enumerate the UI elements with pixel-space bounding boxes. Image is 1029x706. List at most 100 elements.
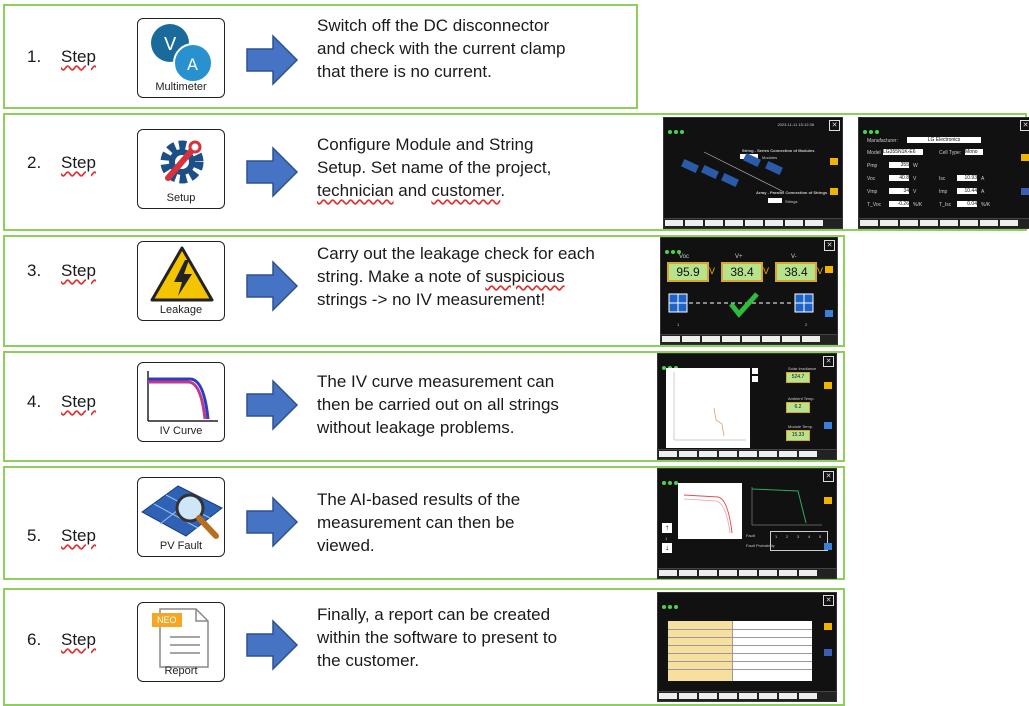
report-document-icon [152,608,209,668]
folder-icon[interactable] [1021,154,1029,161]
bottom-nav-bar [661,334,837,344]
string-check-diagram [668,292,814,318]
right-arrow-icon [246,496,299,548]
close-icon[interactable]: ✕ [823,356,834,367]
step-label: Step [61,630,96,649]
pv-fault-icon-tile: PV Fault [137,477,225,557]
checkbox[interactable] [752,376,758,382]
multimeter-icon: V A [151,24,213,83]
vminus-value: 38.4 [775,262,817,282]
report-table [668,621,812,681]
ambient-temp-value: 6.2 [786,402,810,413]
bottom-nav-bar [859,218,1029,228]
close-icon[interactable]: ✕ [824,240,835,251]
close-icon[interactable]: ✕ [823,595,834,606]
step-label: Step [61,526,96,545]
vplus-value: 38.4 [721,262,763,282]
multimeter-icon-tile: V A Multimeter [137,18,225,98]
string-setup-screenshot: 2023-11-11 15:12:38 ✕ String - Series Co… [663,117,843,229]
step-description: Carry out the leakage check for each str… [317,244,595,309]
series-title: String - Series Connection of Modules [742,148,815,153]
iv-curve-icon-tile: IV Curve [137,362,225,442]
leakage-screenshot: ✕ Voc V+ V- 95.9 V 38.4 V 38.4 V 1 2 [660,237,838,345]
icon-caption: Setup [166,192,196,204]
icon-caption: Multimeter [155,81,207,93]
right-arrow-icon [246,34,299,86]
folder-icon[interactable] [825,266,833,273]
icon-caption: PV Fault [159,540,203,552]
step-description: The AI-based results of the measurement … [317,490,521,555]
fault-table: 1 2 3 4 5 [770,531,828,551]
folder-icon[interactable] [824,623,832,630]
play-icon[interactable] [824,422,832,429]
pv-fault-screenshot: ✕ Fault Fault Probability 1 2 3 4 5 ↑ 1 … [657,468,837,579]
checkbox[interactable] [752,368,758,374]
up-arrow-icon[interactable]: ↑ [662,523,672,533]
iv-curve-icon [147,371,218,422]
right-arrow-icon [246,146,299,198]
step-description: Finally, a report can be created within … [317,605,558,670]
power-chart [751,487,822,526]
step-6-row: 6. Step NEO Report Finally, a report can… [3,588,845,706]
report-icon-tile: NEO Report [137,602,225,682]
step-number: 4. [27,392,42,411]
step-2-row: 2. Step Setup Configure Module and Strin… [3,113,1029,231]
step-label: Step [61,392,96,411]
neo-badge: NEO [157,615,177,625]
play-icon[interactable] [824,543,832,550]
step-label: Step [61,261,96,280]
iv-result-chart [678,483,742,539]
step-5-row: 5. Step PV Fault The AI-based results of… [3,466,845,580]
step-3-row: 3. Step Leakage Carry out the leakage ch… [3,235,845,347]
step-description: The IV curve measurement can then be car… [317,372,559,437]
svg-text:A: A [187,55,198,74]
module-setup-screenshot: ✕ Manufacturer: LG Electronics Model LG3… [858,117,1029,229]
right-arrow-icon [246,619,299,671]
right-arrow-icon [246,379,299,431]
modules-diagram [681,151,785,193]
folder-icon[interactable] [830,188,838,195]
iv-curve-screenshot: ✕ Solar Irradiance 524.7 Ambient Temp. 6… [657,353,837,460]
step-description: Configure Module and String Setup. Set n… [317,135,552,200]
voc-value: 95.9 [667,262,709,282]
step-1-row: 1. Step V A Multimeter Switch off the DC… [3,4,638,109]
icon-caption: Report [164,665,198,677]
iv-chart [666,368,750,448]
icon-caption: IV Curve [159,425,203,437]
step-number: 2. [27,153,42,172]
play-icon[interactable] [825,310,833,317]
bottom-nav-bar [658,691,836,701]
icon-caption: Leakage [159,304,203,316]
step-number: 6. [27,630,42,649]
close-icon[interactable]: ✕ [823,471,834,482]
report-screenshot: ✕ [657,592,837,702]
step-label: Step [61,153,96,172]
folder-icon[interactable] [824,497,832,504]
step-4-row: 4. Step IV Curve The IV curve measuremen… [3,351,845,462]
bottom-nav-bar [664,218,842,228]
step-number: 5. [27,526,42,545]
device-icon[interactable] [824,649,832,656]
pv-panel-magnifier-icon [141,485,223,539]
down-arrow-icon[interactable]: ↓ [662,543,672,553]
folder-icon[interactable] [830,158,838,165]
right-arrow-icon [246,260,299,312]
gear-wrench-icon [160,140,204,184]
close-icon[interactable]: ✕ [829,120,840,131]
parallel-title: Array - Parallel Connection of Strings [756,190,828,195]
device-icon[interactable] [1021,188,1029,195]
module-temp-value: 15.33 [786,430,810,441]
step-description: Switch off the DC disconnector and check… [317,16,566,81]
setup-icon-tile: Setup [137,129,225,209]
lightning-warning-icon [150,246,214,302]
close-icon[interactable]: ✕ [1020,120,1029,131]
step-number: 3. [27,261,42,280]
svg-text:V: V [164,34,177,55]
step-label: Step [61,47,96,66]
bottom-nav-bar [658,449,836,459]
leakage-icon-tile: Leakage [137,241,225,321]
step-number: 1. [27,47,42,66]
irradiance-value: 524.7 [786,372,810,383]
bottom-nav-bar [658,568,836,578]
folder-icon[interactable] [824,382,832,389]
